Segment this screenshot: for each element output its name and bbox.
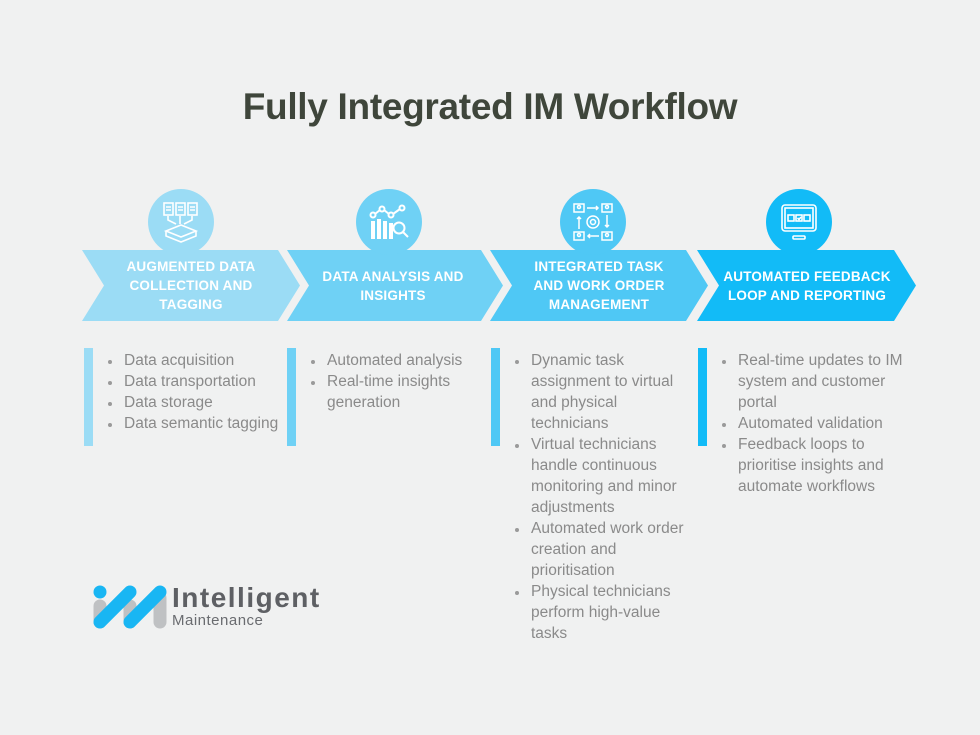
logo-subtitle: Maintenance xyxy=(172,612,264,629)
data-collection-icon xyxy=(148,189,214,255)
step-3-arrow: INTEGRATED TASK AND WORK ORDER MANAGEMEN… xyxy=(490,250,708,321)
accent-bar xyxy=(491,348,500,446)
list-item: Automated validation xyxy=(736,413,916,434)
accent-bar xyxy=(698,348,707,446)
step-4-arrow: AUTOMATED FEEDBACK LOOP AND REPORTING xyxy=(697,250,916,321)
list-item: Feedback loops to prioritise insights an… xyxy=(736,434,916,497)
list-item: Data transportation xyxy=(122,371,292,392)
step-3-label: INTEGRATED TASK AND WORK ORDER MANAGEMEN… xyxy=(533,259,665,312)
chevron-shape xyxy=(287,250,503,321)
step-1-label: AUGMENTED DATA COLLECTION AND TAGGING xyxy=(126,259,256,312)
step-2-label: DATA ANALYSIS AND INSIGHTS xyxy=(322,268,464,303)
bullet-list: Dynamic task assignment to virtual and p… xyxy=(513,350,699,644)
analytics-chart-icon xyxy=(356,189,422,255)
list-item: Automated analysis xyxy=(325,350,495,371)
workflow-gear-icon xyxy=(560,189,626,255)
company-logo: Intelligent Maintenance xyxy=(92,582,352,630)
accent-bar xyxy=(287,348,296,446)
step-4-label: AUTOMATED FEEDBACK LOOP AND REPORTING xyxy=(723,268,891,303)
chevron-shape xyxy=(82,250,300,321)
step-2-arrow: DATA ANALYSIS AND INSIGHTS xyxy=(287,250,503,321)
list-item: Virtual technicians handle continuous mo… xyxy=(529,434,699,518)
accent-bar xyxy=(84,348,93,446)
bullet-list: Automated analysis Real-time insights ge… xyxy=(309,350,495,413)
chevron-shape xyxy=(697,250,916,321)
list-item: Data acquisition xyxy=(122,350,292,371)
list-item: Real-time insights generation xyxy=(325,371,495,413)
bullet-list: Data acquisition Data transportation Dat… xyxy=(106,350,292,434)
bullet-list: Real-time updates to IM system and custo… xyxy=(720,350,916,497)
list-item: Dynamic task assignment to virtual and p… xyxy=(529,350,699,434)
chevron-shape xyxy=(490,250,708,321)
list-item: Real-time updates to IM system and custo… xyxy=(736,350,916,413)
logo-wordmark: Intelligent xyxy=(172,582,321,613)
list-item: Automated work order creation and priori… xyxy=(529,518,699,581)
list-item: Physical technicians perform high-value … xyxy=(529,581,699,644)
list-item: Data semantic tagging xyxy=(122,413,292,434)
list-item: Data storage xyxy=(122,392,292,413)
page-title: Fully Integrated IM Workflow xyxy=(242,86,738,127)
step-1-arrow: AUGMENTED DATA COLLECTION AND TAGGING xyxy=(82,250,300,321)
logo-mark-icon xyxy=(93,585,167,629)
monitor-checklist-icon xyxy=(766,189,832,255)
